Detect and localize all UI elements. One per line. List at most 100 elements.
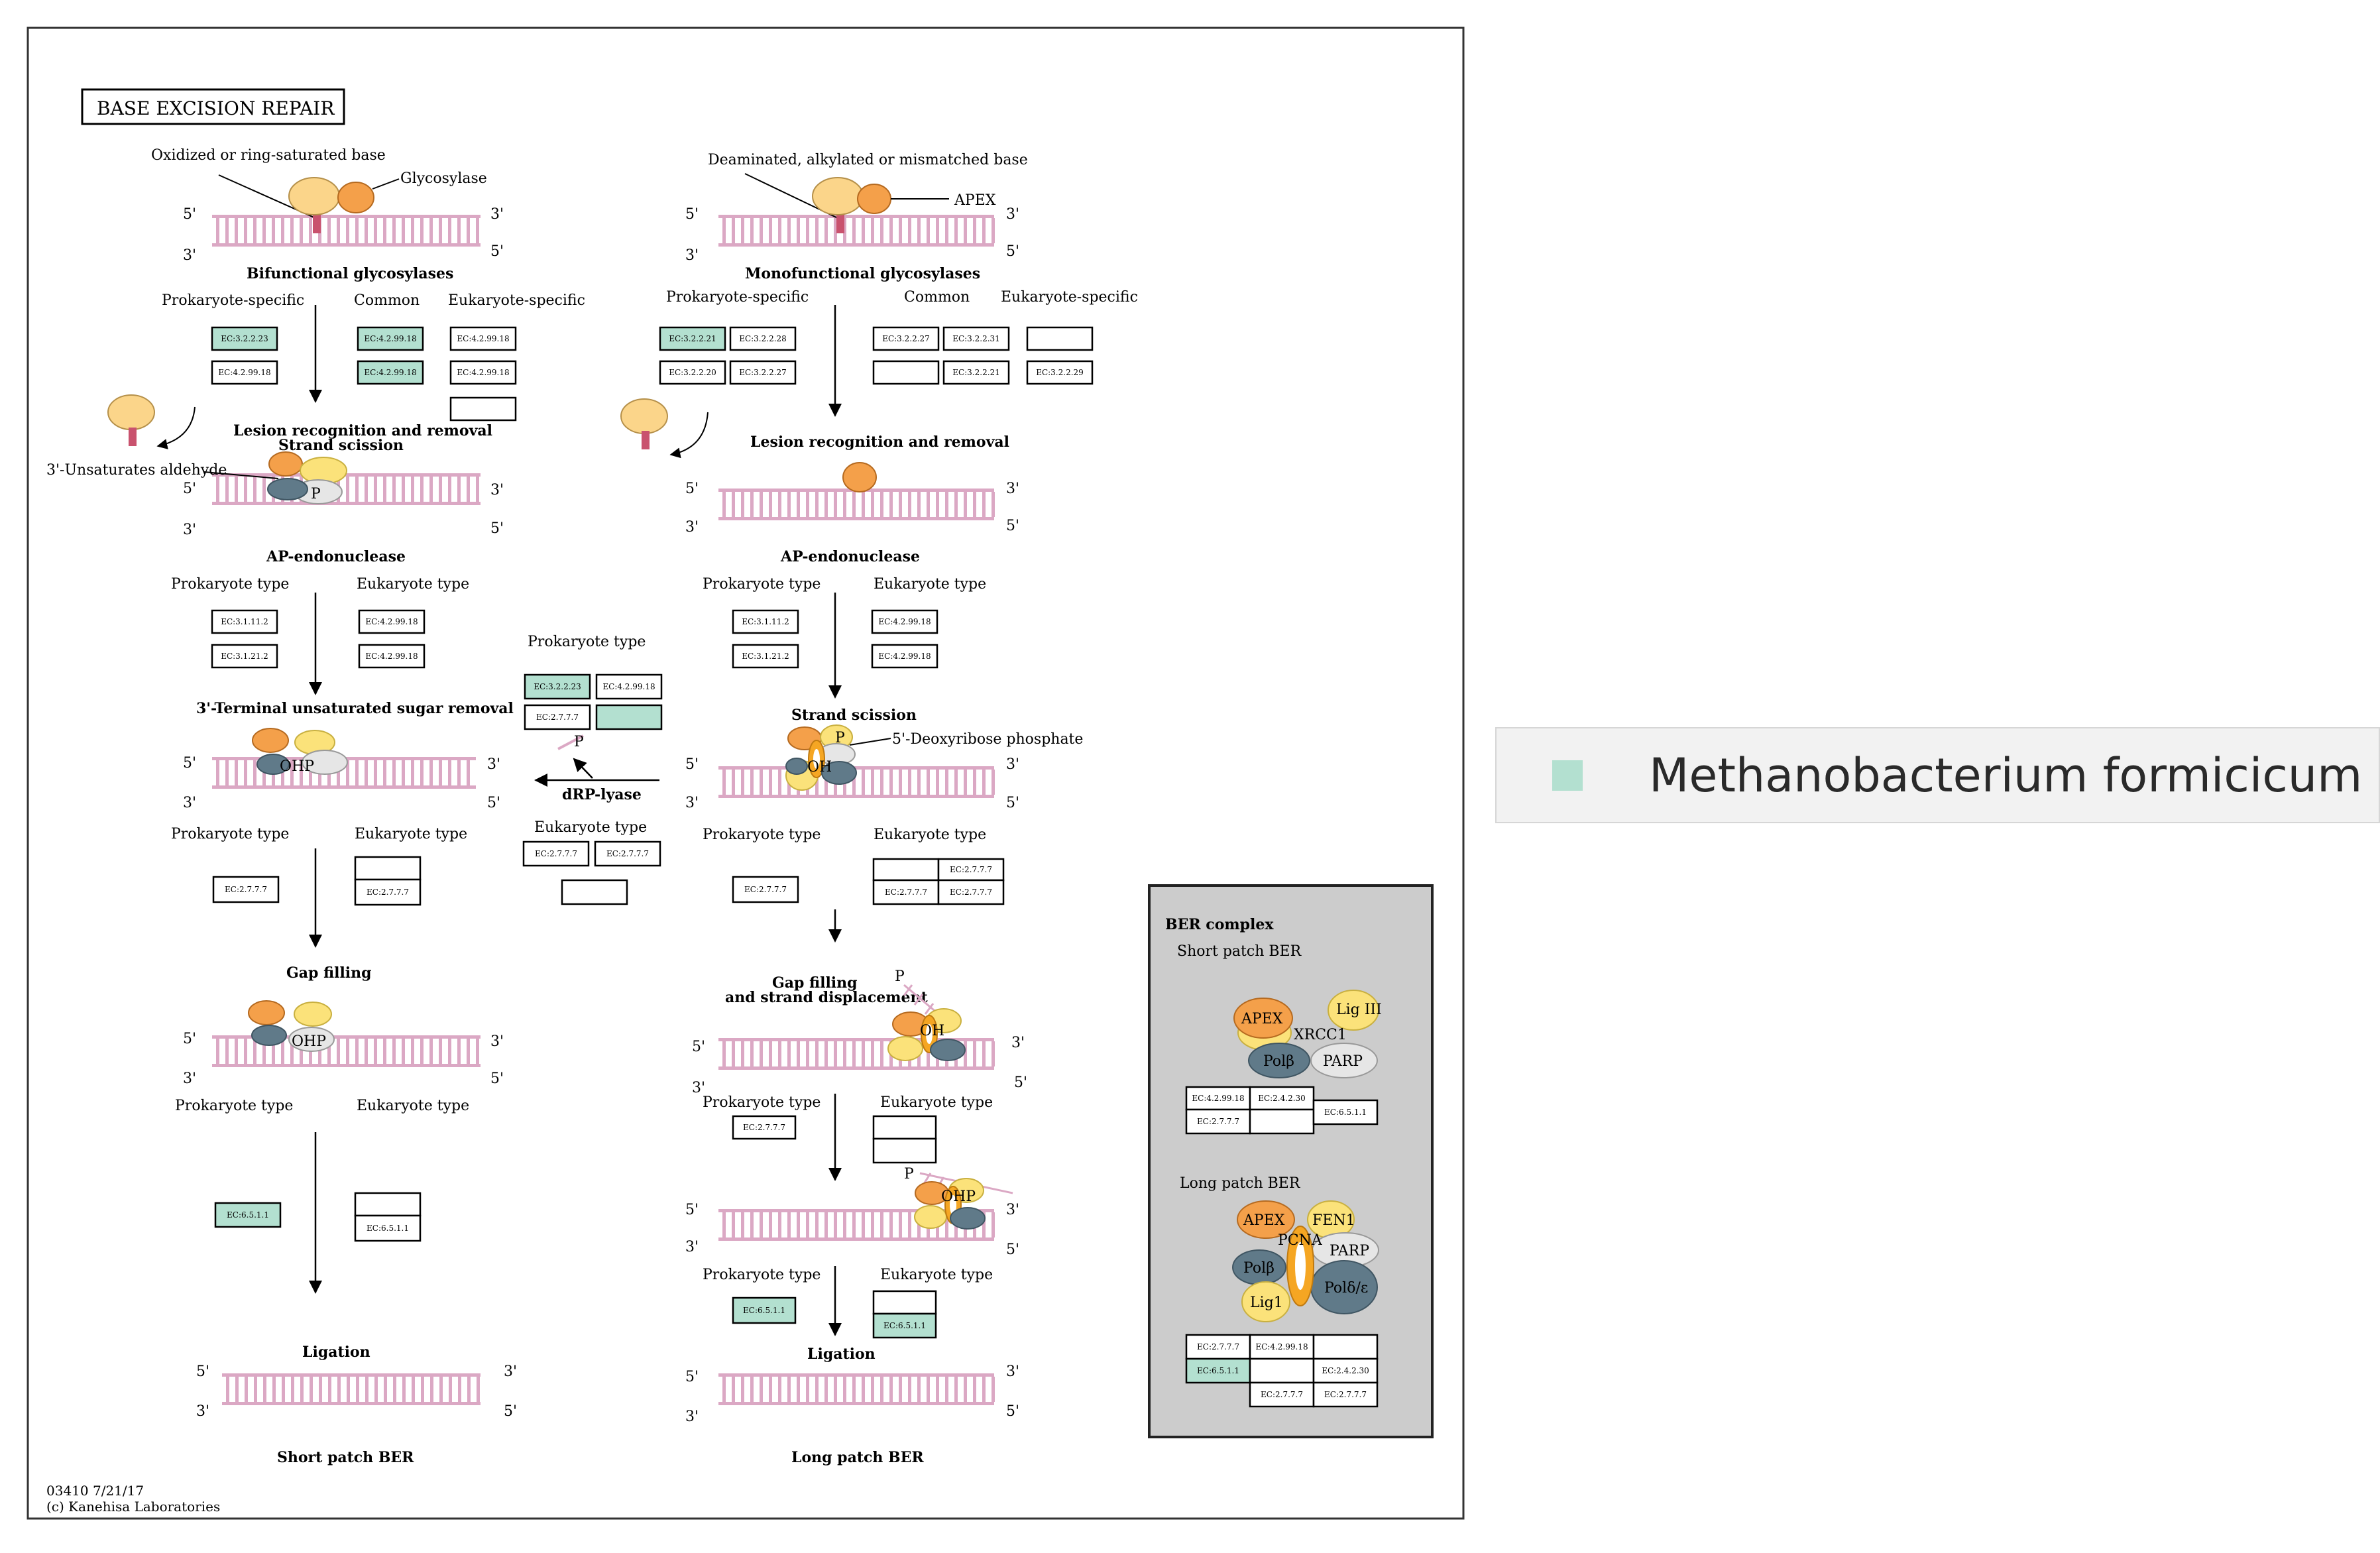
ec-box-rect[interactable] — [942, 326, 1010, 351]
ec-box-rect[interactable] — [212, 876, 280, 903]
ec-box[interactable]: EC:2.7.7.7 — [1249, 1381, 1315, 1408]
ec-box[interactable]: EC:3.1.21.2 — [732, 644, 799, 669]
ec-box-rect[interactable] — [659, 360, 726, 385]
ec-box-rect[interactable] — [732, 644, 799, 669]
ec-box-rect[interactable] — [354, 1214, 422, 1242]
ec-box-rect[interactable] — [595, 704, 663, 730]
ec-box[interactable] — [449, 396, 517, 422]
ec-box[interactable]: EC:6.5.1.1 — [872, 1312, 937, 1339]
ec-box-rect[interactable] — [872, 1137, 937, 1164]
ec-box-rect[interactable] — [1312, 1357, 1379, 1384]
ec-box[interactable]: EC:2.4.2.30 — [1249, 1086, 1315, 1111]
ec-box[interactable]: EC:4.2.99.18 — [1185, 1086, 1251, 1111]
ec-box-rect[interactable] — [872, 1290, 937, 1315]
ec-box[interactable]: EC:3.1.11.2 — [211, 609, 278, 634]
ec-box-rect[interactable] — [449, 360, 517, 385]
ec-box[interactable]: EC:4.2.99.18 — [595, 673, 663, 700]
ec-box-rect[interactable] — [524, 704, 591, 730]
ec-box-rect[interactable] — [1312, 1381, 1379, 1408]
ec-box[interactable] — [872, 1137, 937, 1164]
ec-box[interactable]: EC:3.1.21.2 — [211, 644, 278, 669]
ec-box[interactable] — [872, 858, 940, 882]
ec-box-rect[interactable] — [211, 609, 278, 634]
ec-box[interactable]: EC:3.2.2.31 — [942, 326, 1010, 351]
ec-box[interactable] — [872, 1290, 937, 1315]
ec-box[interactable]: EC:4.2.99.18 — [871, 609, 938, 634]
ec-box[interactable]: EC:2.7.7.7 — [1185, 1108, 1251, 1135]
ec-box[interactable]: EC:4.2.99.18 — [358, 644, 425, 669]
ec-box[interactable]: EC:2.7.7.7 — [212, 876, 280, 903]
ec-box[interactable]: EC:3.2.2.23 — [211, 326, 278, 351]
ec-box[interactable] — [561, 879, 628, 905]
ec-box-rect[interactable] — [1249, 1381, 1315, 1408]
ec-box[interactable] — [872, 1115, 937, 1140]
ec-box[interactable]: EC:4.2.99.18 — [871, 644, 938, 669]
ec-box-rect[interactable] — [659, 326, 726, 351]
ec-box[interactable]: EC:3.2.2.20 — [659, 360, 726, 385]
ec-box-rect[interactable] — [561, 879, 628, 905]
ec-box-rect[interactable] — [729, 326, 797, 351]
ec-box[interactable]: EC:4.2.99.18 — [449, 360, 517, 385]
ec-box[interactable]: EC:4.2.99.18 — [357, 360, 424, 385]
ec-box-rect[interactable] — [872, 360, 940, 385]
ec-box[interactable] — [872, 360, 940, 385]
ec-box-rect[interactable] — [358, 609, 425, 634]
ec-box[interactable] — [354, 856, 422, 881]
ec-box-rect[interactable] — [594, 840, 661, 867]
ec-box[interactable]: EC:4.2.99.18 — [358, 609, 425, 634]
ec-box[interactable]: EC:2.7.7.7 — [354, 878, 422, 906]
ec-box[interactable] — [354, 1192, 422, 1217]
ec-box[interactable] — [595, 704, 663, 730]
ec-box-rect[interactable] — [872, 326, 940, 351]
ec-box-rect[interactable] — [872, 879, 940, 905]
ec-box-rect[interactable] — [357, 360, 424, 385]
ec-box-rect[interactable] — [449, 396, 517, 422]
ec-box-rect[interactable] — [871, 609, 938, 634]
ec-box-rect[interactable] — [1026, 326, 1094, 351]
ec-box-rect[interactable] — [937, 858, 1005, 882]
ec-box-rect[interactable] — [524, 673, 591, 700]
ec-box[interactable]: EC:6.5.1.1 — [1185, 1357, 1251, 1384]
ec-box-rect[interactable] — [732, 876, 799, 903]
ec-box-rect[interactable] — [1185, 1086, 1251, 1111]
ec-box-rect[interactable] — [872, 1115, 937, 1140]
ec-box[interactable]: EC:3.2.2.21 — [659, 326, 726, 351]
ec-box[interactable]: EC:4.2.99.18 — [1249, 1334, 1315, 1360]
ec-box[interactable]: EC:3.2.2.21 — [942, 360, 1010, 385]
ec-box-rect[interactable] — [1026, 360, 1094, 385]
ec-box-rect[interactable] — [1185, 1357, 1251, 1384]
ec-box[interactable]: EC:4.2.99.18 — [211, 360, 278, 385]
ec-box-rect[interactable] — [942, 360, 1010, 385]
ec-box-rect[interactable] — [1249, 1108, 1315, 1135]
ec-box-rect[interactable] — [449, 326, 517, 351]
ec-box-rect[interactable] — [1185, 1334, 1251, 1360]
ec-box[interactable]: EC:2.7.7.7 — [522, 840, 590, 867]
ec-box-rect[interactable] — [522, 840, 590, 867]
ec-box[interactable]: EC:3.2.2.27 — [729, 360, 797, 385]
ec-box-rect[interactable] — [937, 879, 1005, 905]
ec-box[interactable] — [1026, 326, 1094, 351]
ec-box[interactable]: EC:3.2.2.29 — [1026, 360, 1094, 385]
ec-box[interactable]: EC:3.2.2.28 — [729, 326, 797, 351]
ec-box[interactable]: EC:2.7.7.7 — [937, 858, 1005, 882]
ec-box-rect[interactable] — [1312, 1099, 1379, 1125]
ec-box-rect[interactable] — [211, 644, 278, 669]
ec-box[interactable]: EC:2.7.7.7 — [732, 1115, 797, 1140]
ec-box-rect[interactable] — [872, 858, 940, 882]
ec-box-rect[interactable] — [354, 1192, 422, 1217]
ec-box[interactable]: EC:2.7.7.7 — [872, 879, 940, 905]
ec-box[interactable]: EC:6.5.1.1 — [354, 1214, 422, 1242]
ec-box[interactable]: EC:2.7.7.7 — [1185, 1334, 1251, 1360]
ec-box[interactable]: EC:2.7.7.7 — [937, 879, 1005, 905]
ec-box-rect[interactable] — [871, 644, 938, 669]
ec-box[interactable]: EC:3.1.11.2 — [732, 609, 799, 634]
ec-box-rect[interactable] — [732, 609, 799, 634]
ec-box-rect[interactable] — [358, 644, 425, 669]
ec-box[interactable] — [1249, 1357, 1315, 1384]
ec-box[interactable]: EC:4.2.99.18 — [357, 326, 424, 351]
ec-box[interactable]: EC:2.4.2.30 — [1312, 1357, 1379, 1384]
ec-box-rect[interactable] — [729, 360, 797, 385]
ec-box[interactable]: EC:2.7.7.7 — [524, 704, 591, 730]
ec-box[interactable]: EC:3.2.2.27 — [872, 326, 940, 351]
ec-box-rect[interactable] — [732, 1115, 797, 1140]
